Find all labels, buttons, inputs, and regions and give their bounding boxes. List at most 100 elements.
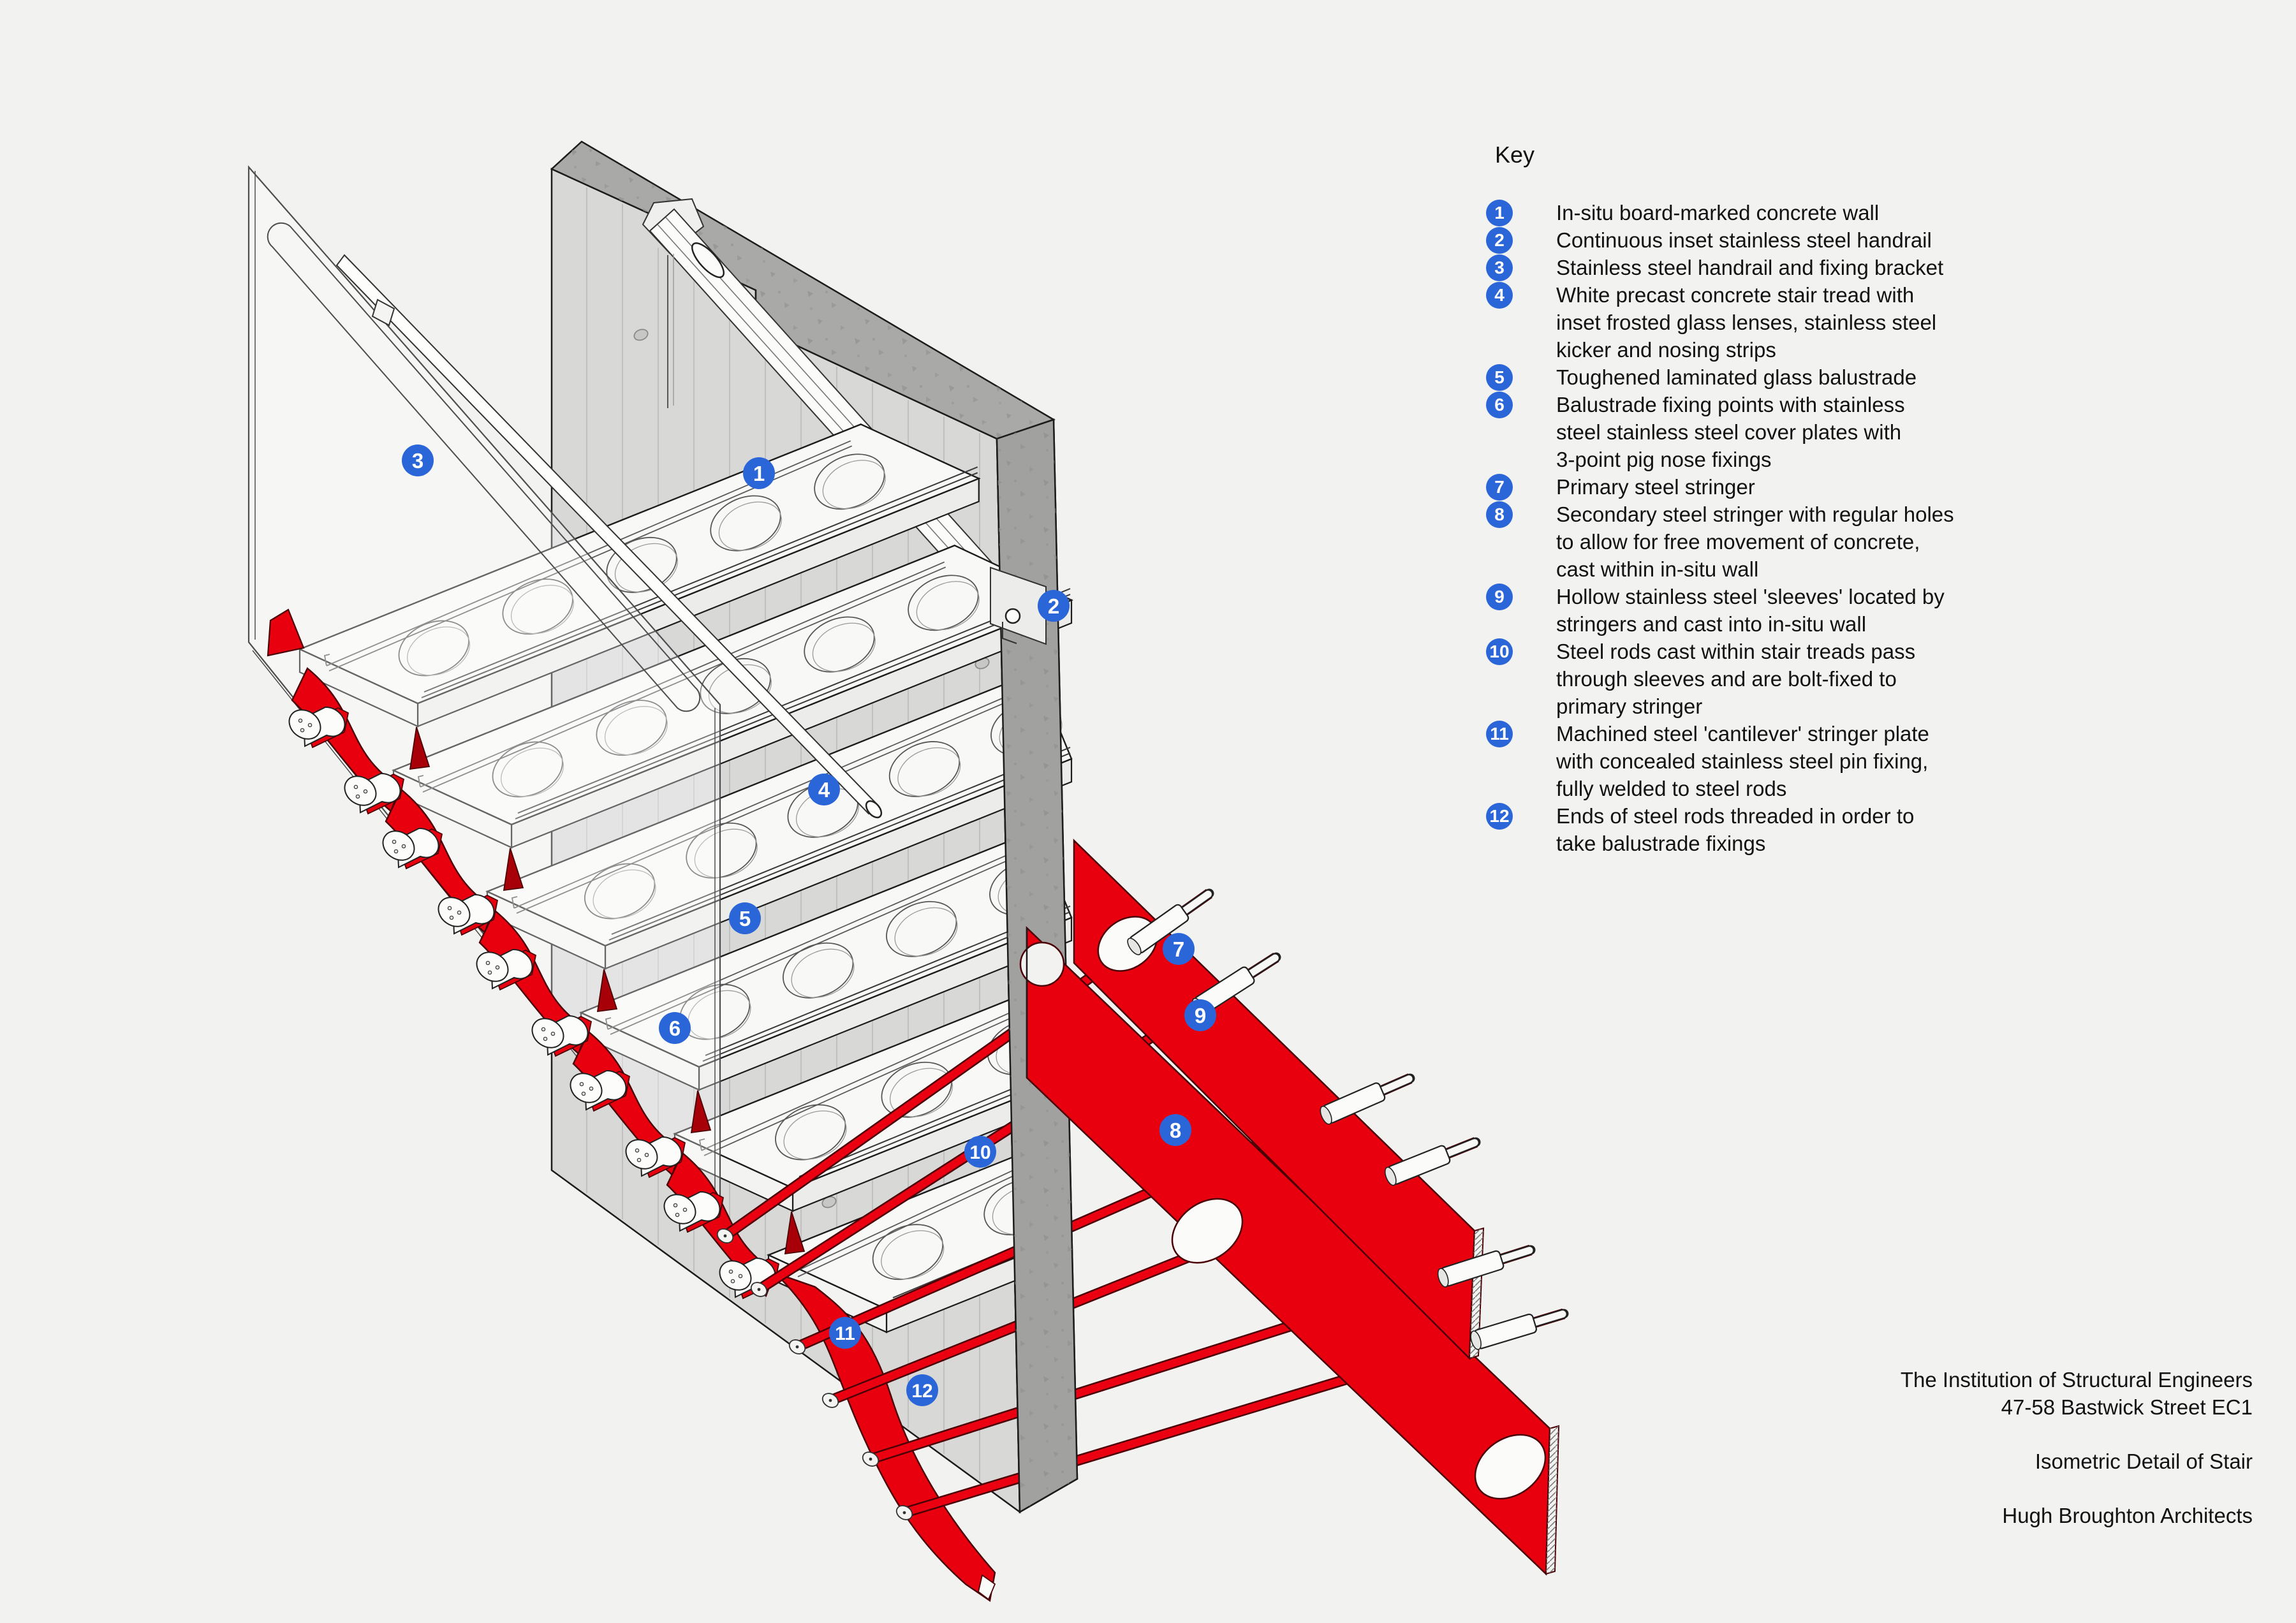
key-item-label: Stainless steel handrail and fixing brac…: [1556, 256, 1944, 279]
pig-nose-fixing-dot: [635, 1148, 640, 1153]
stainless-sleeve: [1320, 1082, 1386, 1125]
marker-badge: 1: [743, 457, 775, 489]
pig-nose-fixing-dot: [550, 1031, 556, 1036]
marker-badge: 6: [659, 1012, 691, 1044]
tread-top-face: [485, 670, 1073, 947]
marker-badge: 4: [808, 774, 840, 805]
nosing-strip: [421, 472, 978, 698]
key-item-number: 7: [1486, 474, 1513, 501]
key-item-number: 3: [1486, 254, 1513, 281]
marker-badge: 11: [829, 1317, 861, 1349]
cover-plate: [476, 951, 509, 982]
balustrade-fixing-point: [288, 706, 350, 749]
key-item-number: 4: [1486, 282, 1513, 309]
balustrade-fixing-point: [438, 893, 499, 936]
glass-lens: [502, 578, 573, 635]
kicker-strip: [607, 846, 1026, 1030]
key-item-number: 9: [1486, 584, 1513, 610]
stair-tread: [578, 829, 1073, 1091]
pig-nose-fixing-dot: [637, 1157, 642, 1163]
marker-number: 4: [818, 778, 830, 802]
pig-nose-fixing-dot: [394, 849, 399, 854]
pig-nose-fixing-dot: [589, 1086, 594, 1091]
key-item-label: In-situ board-marked concrete wall: [1556, 201, 1880, 224]
marker-number: 12: [911, 1381, 932, 1402]
marker-number: 8: [1170, 1119, 1181, 1142]
title-block: The Institution of Structural Engineers …: [1901, 1366, 2253, 1529]
marker-number: 6: [669, 1017, 681, 1040]
stair-tread: [672, 988, 1073, 1212]
pig-nose-fixing-dot: [392, 839, 397, 844]
stainless-sleeve: [1127, 904, 1189, 955]
marker-badge: 2: [1038, 590, 1070, 622]
handrail-fixing-bracket: [371, 298, 395, 327]
tread-top-face: [391, 545, 1074, 826]
marker-badge: 3: [402, 444, 434, 476]
cover-plate: [288, 709, 321, 740]
key-item: 9 Hollow stainless steel 'sleeves' locate…: [1486, 583, 2219, 638]
key-item-number: 5: [1486, 364, 1513, 391]
pig-nose-fixing-dot: [738, 1274, 743, 1279]
glass-handrail-slot: [267, 222, 701, 712]
marker-number: 2: [1048, 594, 1059, 618]
glass-lens: [783, 942, 854, 999]
cover-plate: [719, 1260, 752, 1291]
threaded-rod-end: [1443, 1139, 1478, 1158]
glass-lens: [888, 741, 960, 797]
key-item-number: 2: [1486, 227, 1513, 254]
kicker-strip: [701, 1005, 1026, 1151]
key-item: 3 Stainless steel handrail and fixing bra…: [1486, 254, 2219, 281]
marker-number: 9: [1195, 1004, 1206, 1027]
key-heading: Key: [1495, 142, 1535, 168]
balustrade-fixing-point: [382, 827, 443, 870]
pig-nose-fixing-dot: [353, 784, 358, 789]
balustrade-fixing-point: [570, 1069, 631, 1112]
threaded-rod-end: [1179, 890, 1212, 916]
handrail-exit-end: [1004, 608, 1021, 624]
balustrade-fixing-point: [625, 1136, 686, 1179]
marker-number: 1: [753, 462, 765, 485]
key-item-number: 1: [1486, 200, 1513, 226]
glass-lens: [804, 616, 875, 673]
glass-lens: [710, 495, 781, 552]
pig-nose-fixing-dot: [300, 728, 305, 733]
glass-lens: [686, 822, 757, 879]
kicker-strip: [420, 561, 945, 788]
marker-badge: 10: [964, 1136, 996, 1168]
handrail-tube: [335, 254, 883, 819]
key-item: 7 Primary steel stringer: [1486, 473, 2219, 501]
key-item-label: Hollow stainless steel 'sleeves' located…: [1556, 585, 1945, 636]
pig-nose-fixing-dot: [401, 844, 406, 849]
pig-nose-fixing-dot: [449, 915, 454, 920]
pig-nose-fixing-dot: [457, 910, 462, 915]
marker-badge: 9: [1184, 999, 1216, 1031]
stringer-scallop: [1019, 941, 1065, 987]
balustrade-fixing-point: [719, 1257, 780, 1300]
cover-plate: [570, 1073, 603, 1103]
key-item-number: 11: [1486, 721, 1513, 747]
stainless-sleeve: [1470, 1313, 1538, 1350]
stringer-hole: [1474, 1434, 1547, 1500]
balustrade-fixing-point: [531, 1015, 592, 1057]
marker-number: 11: [835, 1323, 855, 1344]
form-tie-hole: [633, 328, 649, 341]
key-item-number: 8: [1486, 501, 1513, 528]
stringer-hole: [1171, 1198, 1244, 1264]
threaded-rod-end: [1496, 1247, 1533, 1263]
key-item-number: 12: [1486, 803, 1513, 830]
pig-nose-fixing-dot: [728, 1269, 733, 1274]
key-item-label: Primary steel stringer: [1556, 475, 1755, 499]
project-name: The Institution of Structural Engineers: [1900, 1368, 2253, 1392]
pig-nose-fixing-dot: [682, 1207, 688, 1212]
glass-lens: [886, 900, 957, 957]
glass-lens: [775, 1104, 846, 1161]
pig-nose-fixing-dot: [644, 1152, 649, 1157]
